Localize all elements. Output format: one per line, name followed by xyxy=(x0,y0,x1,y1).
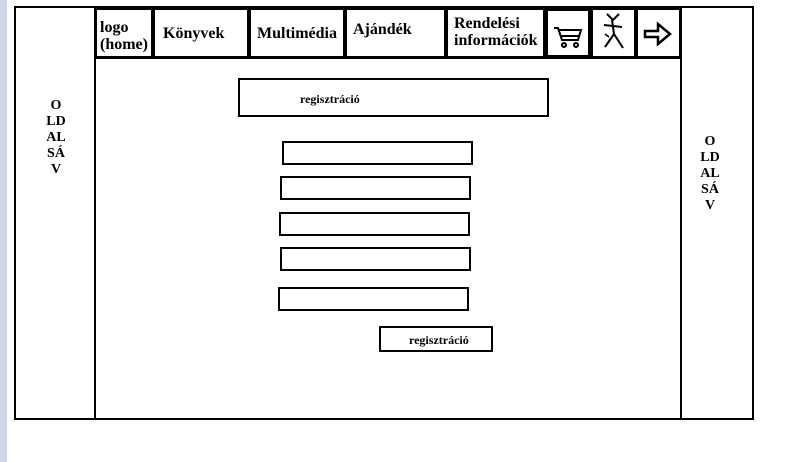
logo-line-1: logo xyxy=(100,19,129,36)
registration-title: regisztráció xyxy=(300,92,360,106)
order-info-line-2: információk xyxy=(454,32,538,49)
arrow-right-icon xyxy=(643,21,672,47)
next-button[interactable] xyxy=(636,8,681,58)
cart-button[interactable] xyxy=(545,8,591,58)
right-sidebar-label: OLDALSÁV xyxy=(700,134,720,213)
nav-books[interactable]: Könyvek xyxy=(153,8,249,58)
registration-field-3[interactable] xyxy=(279,212,470,236)
registration-field-4[interactable] xyxy=(280,247,471,271)
nav-books-label: Könyvek xyxy=(163,25,225,42)
right-sidebar: OLDALSÁV xyxy=(680,6,754,420)
cart-icon xyxy=(554,27,583,48)
nav-gifts-label: Ajándék xyxy=(353,21,412,38)
left-sidebar-label: OLDALSÁV xyxy=(46,98,66,177)
left-sidebar: OLDALSÁV xyxy=(14,6,96,420)
registration-field-1[interactable] xyxy=(282,141,473,165)
nav-gifts[interactable]: Ajándék xyxy=(345,8,446,58)
logo-home-link[interactable]: logo (home) xyxy=(95,8,153,58)
order-info-line-1: Rendelési xyxy=(454,15,520,32)
registration-field-2[interactable] xyxy=(280,176,471,200)
user-button[interactable] xyxy=(591,8,636,58)
registration-title-box: regisztráció xyxy=(238,78,549,117)
nav-multimedia[interactable]: Multimédia xyxy=(249,8,345,58)
nav-multimedia-label: Multimédia xyxy=(257,25,337,42)
content-divider xyxy=(95,57,681,59)
registration-field-5[interactable] xyxy=(278,287,469,311)
logo-line-2: (home) xyxy=(100,36,148,53)
nav-order-info[interactable]: Rendelési információk xyxy=(446,8,545,58)
registration-submit-button[interactable]: regisztráció xyxy=(379,326,493,352)
registration-submit-label: regisztráció xyxy=(409,333,469,347)
window-edge xyxy=(0,0,7,462)
user-icon xyxy=(603,13,624,49)
